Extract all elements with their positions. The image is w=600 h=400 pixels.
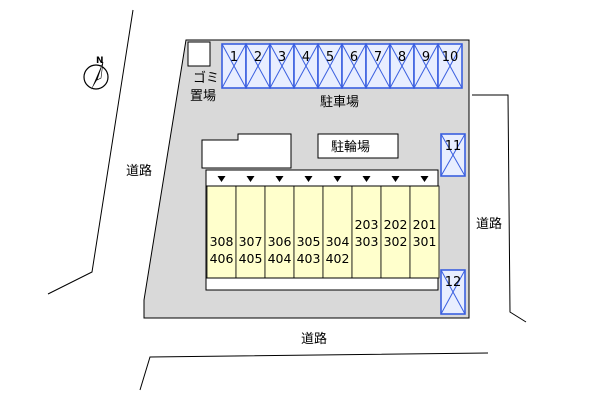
entrance-arrow-icon	[275, 176, 284, 182]
unit-number-upper: 201	[413, 217, 437, 232]
entrance-arrow-icon	[304, 176, 313, 182]
parking-space-number: 5	[326, 50, 334, 65]
entrance-arrow-icon	[217, 176, 226, 182]
parking-row-top: 1 2 3 4 5 6 7 8 9 10	[221, 43, 463, 89]
unit-number-lower: 404	[268, 251, 292, 266]
parking-cross-line	[440, 269, 466, 315]
parking-space-number: 7	[374, 50, 382, 65]
unit-number-upper: 308	[210, 234, 234, 249]
parking-space-number: 6	[350, 50, 358, 65]
unit-number-upper: 305	[297, 234, 321, 249]
apartment-unit	[206, 185, 237, 279]
apartment-unit	[322, 185, 353, 279]
entrance-arrow-icon	[333, 176, 342, 182]
unit-number-lower: 402	[326, 251, 350, 266]
parking-cross-line	[269, 43, 295, 89]
parking-space-number: 12	[445, 275, 462, 290]
east-road-edge	[472, 94, 527, 323]
apartment-unit	[351, 185, 382, 279]
parking-column-right: 11 12	[440, 133, 466, 315]
parking-space-number: 11	[445, 139, 462, 154]
bicycle-parking-label: 駐輪場	[331, 139, 370, 155]
road-label-east: 道路	[476, 216, 502, 232]
apartment-unit	[380, 185, 411, 279]
apartment-unit	[293, 185, 324, 279]
parking-cross-line	[341, 43, 367, 89]
parking-space-number: 2	[254, 50, 262, 65]
unit-number-upper: 306	[268, 234, 292, 249]
parking-cross-line	[440, 133, 466, 177]
parking-cross-line	[317, 43, 343, 89]
road-label-south: 道路	[301, 331, 327, 347]
entrance-arrow-icon	[246, 176, 255, 182]
parking-cross-line	[389, 43, 415, 89]
unit-number-lower: 301	[413, 234, 437, 249]
road-label-west: 道路	[126, 163, 152, 179]
unit-number-lower: 406	[210, 251, 234, 266]
parking-cross-line	[437, 43, 463, 89]
north-arrow-icon	[91, 62, 103, 90]
garbage-area	[187, 41, 211, 67]
parking-space-number: 10	[442, 50, 459, 65]
unit-number-lower: 405	[239, 251, 263, 266]
garbage-label-line2: 置場	[190, 89, 216, 104]
unit-number-upper: 202	[384, 217, 408, 232]
unit-number-lower: 303	[355, 234, 379, 249]
compass-label: N	[96, 56, 104, 66]
parking-space-number: 9	[422, 50, 430, 65]
parking-cross-line	[293, 43, 319, 89]
unit-number-lower: 302	[384, 234, 408, 249]
parking-cross-line	[221, 43, 247, 89]
parking-cross-line	[365, 43, 391, 89]
parking-cross-line	[413, 43, 439, 89]
parking-space-number: 3	[278, 50, 286, 65]
entrance-arrow-icon	[420, 176, 429, 182]
existing-structure	[201, 133, 292, 169]
apartment-unit	[409, 185, 440, 279]
west-road-edge	[47, 9, 134, 295]
parking-label: 駐車場	[320, 95, 359, 110]
parking-cross-line	[245, 43, 271, 89]
garbage-label-line1: ゴミ	[193, 70, 219, 86]
unit-number-upper: 304	[326, 234, 350, 249]
parking-space-number: 1	[230, 50, 238, 65]
entrance-arrow-icon	[391, 176, 400, 182]
parking-space-number: 8	[398, 50, 406, 65]
apartment-units: 308 406 307 405 306 404 305 403 304 402 203 303 202 3…	[206, 176, 440, 279]
unit-number-upper: 307	[239, 234, 263, 249]
bicycle-parking-area	[317, 133, 399, 159]
north-arrow-tail-icon	[96, 61, 104, 81]
parking-space-number: 4	[302, 50, 310, 65]
compass-ring	[83, 64, 109, 90]
south-road-edge	[139, 352, 489, 391]
unit-number-upper: 203	[355, 217, 379, 232]
compass: N	[83, 56, 109, 90]
apartment-unit	[264, 185, 295, 279]
unit-number-lower: 403	[297, 251, 321, 266]
entrance-arrow-icon	[362, 176, 371, 182]
